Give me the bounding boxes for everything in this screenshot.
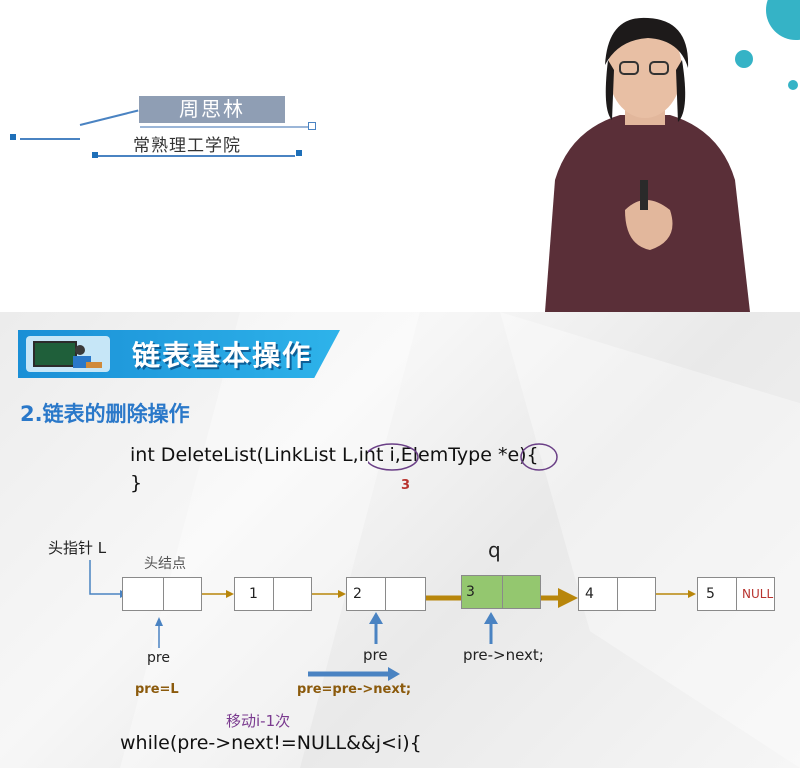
classroom-icon	[26, 336, 110, 372]
list-node-5: 5 NULL	[697, 577, 775, 611]
section-title: 2.链表的删除操作	[20, 402, 190, 426]
lecturer-video-area: 周思林 常熟理工学院	[0, 0, 800, 312]
move-note: 移动i-1次	[226, 712, 291, 730]
node-divider	[385, 578, 386, 610]
pre-label-1: pre	[147, 650, 170, 666]
circuit-line	[140, 126, 310, 128]
slide-banner: 链表基本操作	[18, 330, 340, 378]
lecturer-school: 常熟理工学院	[133, 136, 241, 156]
param-circles	[368, 443, 558, 471]
node-divider	[163, 578, 164, 610]
node-divider	[273, 578, 274, 610]
lecturer-name: 周思林	[139, 96, 285, 123]
node-value: 3	[466, 584, 475, 600]
circuit-line	[20, 138, 80, 140]
code-signature: int DeleteList(LinkList L,int i,ElemType…	[130, 444, 539, 466]
list-node-1: 1	[234, 577, 312, 611]
code-close-brace: }	[130, 472, 143, 494]
pre-next-label: pre->next;	[463, 646, 544, 664]
head-node-label: 头结点	[144, 556, 186, 572]
i-value-annotation: 3	[401, 478, 411, 493]
node-divider	[502, 576, 503, 608]
node-value: 1	[249, 586, 258, 602]
head-node	[122, 577, 202, 611]
pre-assign-2: pre=pre->next;	[297, 682, 412, 697]
head-pointer-label: 头指针 L	[48, 539, 107, 557]
null-label: NULL	[742, 587, 774, 601]
pre-label-2: pre	[363, 646, 388, 664]
deco-circle-tiny	[788, 80, 798, 90]
list-node-3-deleted: 3	[461, 575, 541, 609]
node-value: 2	[353, 586, 362, 602]
presenter-figure	[545, 17, 750, 312]
q-label: q	[488, 538, 501, 562]
while-line: while(pre->next!=NULL&&j<i){	[120, 732, 422, 754]
pre-assign-1: pre=L	[135, 682, 179, 697]
banner-title: 链表基本操作	[132, 339, 313, 372]
deco-circle-small	[735, 50, 753, 68]
node-divider	[736, 578, 737, 610]
list-node-2: 2	[346, 577, 426, 611]
circuit-node	[92, 152, 98, 158]
list-arrows	[89, 560, 696, 681]
circuit-line	[79, 109, 139, 126]
node-divider	[617, 578, 618, 610]
list-node-4: 4	[578, 577, 656, 611]
circuit-node	[10, 134, 16, 140]
circuit-node	[296, 150, 302, 156]
circuit-node	[308, 122, 316, 130]
slide-area: 链表基本操作 2.链表的删除操作 int DeleteList(LinkList…	[0, 312, 800, 768]
node-value: 4	[585, 586, 594, 602]
node-value: 5	[706, 586, 715, 602]
deco-circle-large	[766, 0, 800, 40]
circuit-line	[95, 155, 295, 157]
